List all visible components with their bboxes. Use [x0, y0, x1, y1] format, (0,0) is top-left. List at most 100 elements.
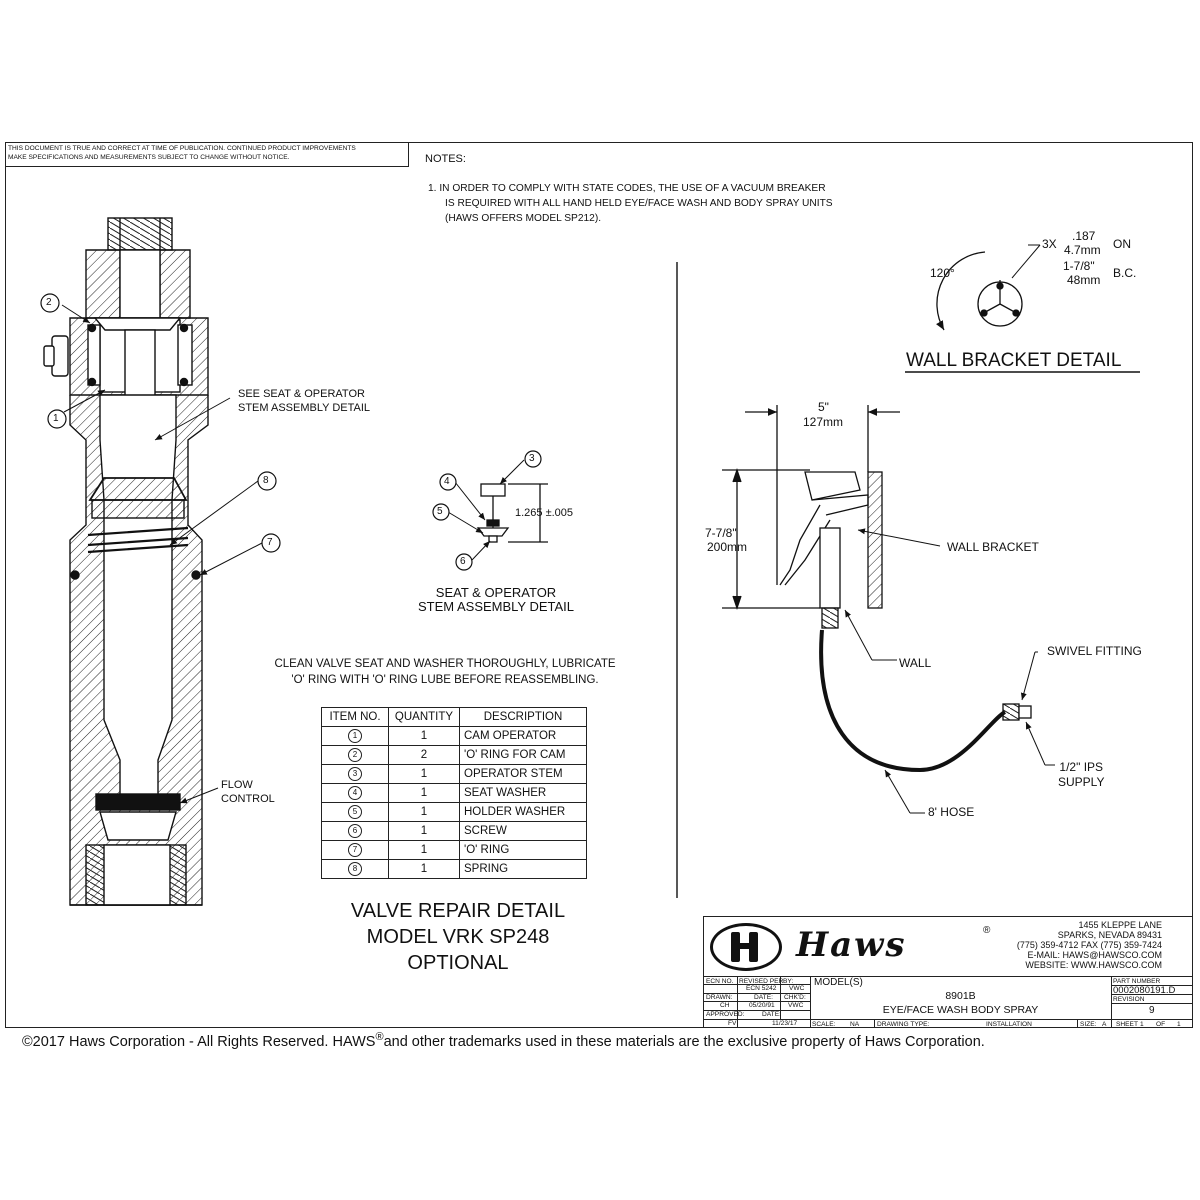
hose-label: 8' HOSE [928, 805, 975, 819]
item-number: 4 [348, 786, 362, 800]
sheet-label: SHEET [1116, 1021, 1138, 1028]
width-inch: 5" [818, 400, 829, 414]
by-value: VWC [789, 985, 805, 992]
scale-value: NA [850, 1021, 860, 1028]
phone-line: (775) 359-4712 FAX (775) 359-7424 [1016, 940, 1162, 950]
date-2-value: 11/23/17 [772, 1020, 798, 1027]
item-qty: 1 [388, 859, 460, 879]
revised-per-value: ECN 5242 [746, 985, 777, 992]
email-line: E-MAIL: HAWS@HAWSCO.COM [1027, 950, 1162, 960]
flow-line-1: FLOW [221, 779, 253, 791]
size-label: SIZE: [1080, 1021, 1097, 1028]
holes-on: ON [1113, 237, 1131, 251]
instruction-line-1: CLEAN VALVE SEAT AND WASHER THOROUGHLY, … [274, 658, 616, 670]
valve-cross-section [43, 217, 209, 906]
item-number: 5 [348, 805, 362, 819]
valve-detail-title: VALVE REPAIR DETAIL MODEL VRK SP248 OPTI… [308, 898, 608, 976]
flow-control-label: FLOW CONTROL [221, 778, 275, 806]
of-label: OF [1156, 1021, 1166, 1028]
drawn-value: CH [720, 1002, 730, 1009]
item-number: 7 [348, 843, 362, 857]
revised-per-label: REVISED PER [739, 978, 784, 985]
bolt-circle-mm: 48mm [1067, 273, 1101, 287]
seat-detail-title: SEAT & OPERATOR STEM ASSEMBLY DETAIL [398, 586, 594, 614]
item-desc: CAM OPERATOR [459, 726, 587, 746]
model-number: 8901B [945, 990, 976, 1002]
valve-title-line-1: VALVE REPAIR DETAIL [350, 900, 566, 922]
drawing-type-label: DRAWING TYPE: [877, 1021, 930, 1028]
item-desc: OPERATOR STEM [459, 764, 587, 784]
callout-1: 1 [53, 413, 59, 424]
chkd-value: VWC [788, 1002, 804, 1009]
item-desc: SCREW [459, 821, 587, 841]
disclaimer-line-2: MAKE SPECIFICATIONS AND MEASUREMENTS SUB… [8, 154, 290, 161]
wall-label: WALL [899, 656, 932, 670]
scale-label: SCALE: [812, 1021, 836, 1028]
date-label: DATE: [754, 994, 773, 1001]
note-1: 1. IN ORDER TO COMPLY WITH STATE CODES, … [428, 181, 833, 226]
wall-bracket-label: WALL BRACKET [947, 540, 1039, 554]
item-qty: 2 [388, 745, 460, 765]
instruction-line-2: 'O' RING WITH 'O' RING LUBE BEFORE REASS… [291, 674, 599, 686]
swivel-fitting-label: SWIVEL FITTING [1047, 644, 1142, 658]
item-number: 6 [348, 824, 362, 838]
see-seat-label: SEE SEAT & OPERATOR STEM ASSEMBLY DETAIL [238, 387, 370, 415]
cleaning-instruction: CLEAN VALVE SEAT AND WASHER THOROUGHLY, … [245, 656, 645, 688]
callout-8: 8 [263, 475, 269, 486]
address-line-2: SPARKS, NEVADA 89431 [1057, 930, 1162, 940]
item-desc: HOLDER WASHER [459, 802, 587, 822]
header-quantity: QUANTITY [388, 707, 460, 727]
sheet-number: 1 [1140, 1021, 1144, 1028]
approved-value: FV [728, 1020, 737, 1027]
notes-heading: NOTES: [425, 153, 466, 165]
see-seat-line-2: STEM ASSEMBLY DETAIL [238, 402, 371, 414]
haws-logo [710, 923, 782, 971]
item-number: 3 [348, 767, 362, 781]
note-1-line-1: 1. IN ORDER TO COMPLY WITH STATE CODES, … [428, 183, 826, 194]
bolt-circle-label: B.C. [1113, 266, 1137, 280]
drawing-type-value: INSTALLATION [986, 1021, 1032, 1028]
supply-label: 1/2" IPS SUPPLY [1058, 760, 1104, 790]
item-qty: 1 [388, 821, 460, 841]
supply-line-1: 1/2" IPS [1059, 760, 1104, 774]
callout-6: 6 [460, 556, 466, 567]
callout-2: 2 [46, 297, 52, 308]
footer-text-1: ©2017 Haws Corporation - All Rights Rese… [22, 1033, 376, 1050]
installation-drawing [722, 405, 1055, 814]
angle-label: 120° [930, 266, 955, 280]
flow-line-2: CONTROL [221, 793, 275, 805]
item-number: 8 [348, 862, 362, 876]
height-mm: 200mm [707, 540, 748, 554]
drawing-sheet-border [5, 142, 1193, 1028]
item-number: 2 [348, 748, 362, 762]
note-1-line-3: (HAWS OFFERS MODEL SP212). [445, 213, 602, 224]
brand-name: Haws [796, 925, 907, 965]
revision-label: REVISION [1113, 996, 1145, 1003]
website-line: WEBSITE: WWW.HAWSCO.COM [1025, 960, 1162, 970]
callout-4: 4 [444, 476, 450, 487]
item-desc: 'O' RING FOR CAM [459, 745, 587, 765]
callout-5: 5 [437, 506, 443, 517]
callout-7: 7 [267, 537, 273, 548]
models-label: MODEL(S) [814, 977, 863, 988]
height-inch: 7-7/8" [705, 526, 737, 540]
footer-registered: ® [375, 1031, 384, 1043]
callout-3: 3 [529, 453, 535, 464]
item-desc: SEAT WASHER [459, 783, 587, 803]
disclaimer-line-1: THIS DOCUMENT IS TRUE AND CORRECT AT TIM… [8, 145, 356, 152]
item-qty: 1 [388, 726, 460, 746]
see-seat-line-1: SEE SEAT & OPERATOR [238, 388, 365, 400]
drawn-label: DRAWN: [706, 994, 733, 1001]
by-label: BY: [783, 978, 794, 985]
seat-dimension: 1.265 ±.005 [515, 507, 574, 519]
date-1-value: 05/20/91 [749, 1002, 775, 1009]
supply-line-2: SUPPLY [1058, 775, 1105, 789]
copyright-footer: ©2017 Haws Corporation - All Rights Rese… [22, 1031, 985, 1050]
bolt-circle-inch: 1-7/8" [1063, 259, 1095, 273]
